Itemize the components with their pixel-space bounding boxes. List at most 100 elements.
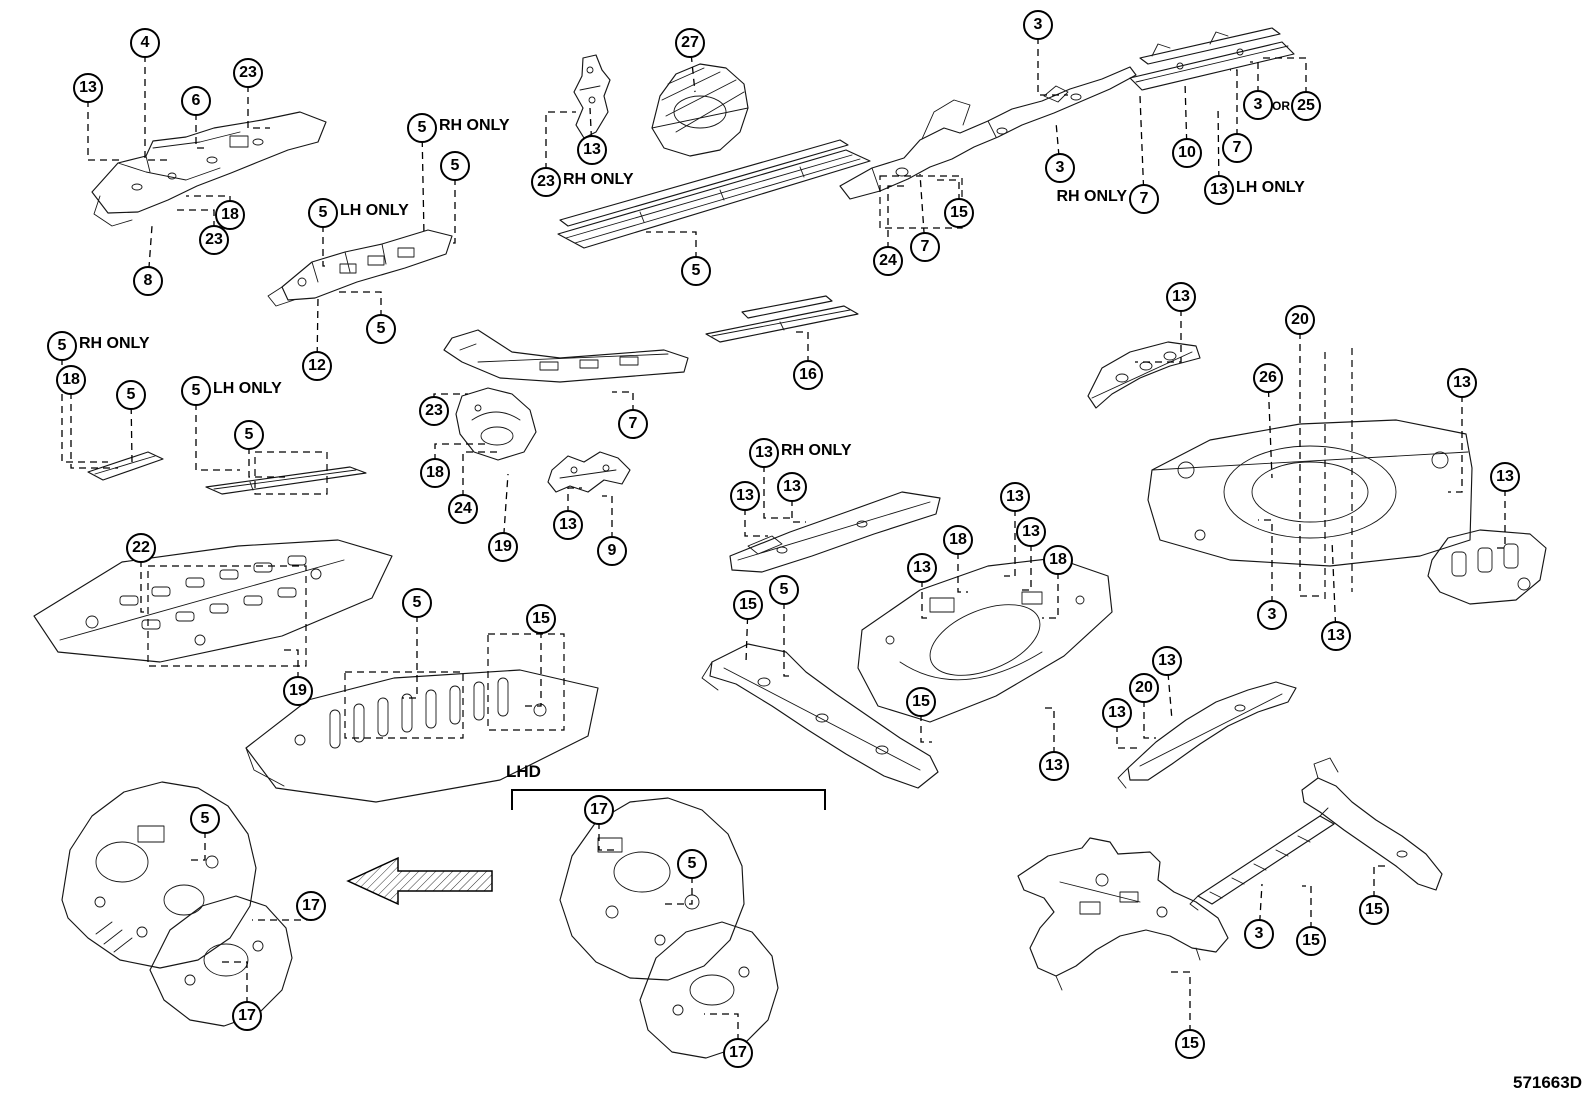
- callout-qualifier-label: RH ONLY: [79, 335, 150, 352]
- leader-line: [1448, 383, 1463, 493]
- direction-arrow-icon: [346, 856, 493, 906]
- leader-line: [887, 185, 908, 261]
- or-label: OR: [1272, 99, 1290, 113]
- leader-line: [1230, 69, 1238, 148]
- leader-line: [462, 451, 502, 509]
- callout-6: 6: [181, 86, 211, 116]
- leader-line: [522, 619, 542, 707]
- leader-line: [1116, 713, 1140, 749]
- callout-qualifier-label: RH ONLY: [563, 171, 634, 188]
- part-center-floor-pan: [245, 669, 599, 803]
- callout-13: 13: [1000, 482, 1030, 512]
- callout-13: 13: [1321, 621, 1351, 651]
- callout-5: 5: [769, 575, 799, 605]
- part-hinge-bracket: [573, 54, 611, 139]
- callout-18: 18: [420, 458, 450, 488]
- callout-13: 13: [1166, 282, 1196, 312]
- callout-23: 23: [233, 58, 263, 88]
- leader-line: [921, 568, 930, 619]
- callout-13: 13: [73, 73, 103, 103]
- lhd-bracket: [511, 789, 826, 810]
- callout-15: 15: [1359, 895, 1389, 925]
- callout-5: 5: [234, 420, 264, 450]
- part-front-floor-pan: [33, 539, 393, 663]
- callout-18: 18: [943, 525, 973, 555]
- leader-line: [434, 443, 490, 473]
- callout-12: 12: [302, 351, 332, 381]
- callout-18: 18: [56, 365, 86, 395]
- leader-line: [1267, 377, 1273, 479]
- leader-line: [1299, 320, 1322, 597]
- part-dash-panel-insulator-outer: [61, 781, 257, 969]
- leader-line: [322, 213, 330, 267]
- callout-18: 18: [1043, 545, 1073, 575]
- callout-5: 5: [440, 151, 470, 181]
- callout-18: 18: [215, 200, 245, 230]
- leader-line: [172, 209, 215, 240]
- leader-line: [147, 225, 153, 282]
- callout-5: 5: [308, 198, 338, 228]
- callout-13: 13: [749, 438, 779, 468]
- callout-15: 15: [733, 590, 763, 620]
- leader-line: [247, 73, 270, 129]
- callout-20: 20: [1285, 305, 1315, 335]
- leader-line: [1168, 971, 1191, 1044]
- callout-qualifier-label: LH ONLY: [340, 202, 409, 219]
- callout-qualifier-label: LH ONLY: [1236, 179, 1305, 196]
- part-rear-crossmember-bar: [1189, 807, 1335, 911]
- part-front-crossmember: [1017, 837, 1229, 991]
- leader-line: [218, 961, 248, 1016]
- callout-13: 13: [1102, 698, 1132, 728]
- callout-13: 13: [1016, 517, 1046, 547]
- part-cowl-side-member-front-left: [91, 111, 327, 227]
- part-rear-gusset-member: [1301, 757, 1443, 891]
- leader-line: [545, 111, 576, 182]
- callout-qualifier-label: RH ONLY: [1056, 188, 1127, 205]
- callout-19: 19: [283, 676, 313, 706]
- callout-5: 5: [47, 331, 77, 361]
- part-front-apron-member-left: [267, 229, 453, 307]
- leader-line: [936, 179, 960, 213]
- leader-line: [1135, 297, 1182, 363]
- callout-7: 7: [618, 409, 648, 439]
- callout-4: 4: [130, 28, 160, 58]
- callout-7: 7: [1222, 133, 1252, 163]
- part-dash-panel-insulator-inner: [149, 895, 293, 1027]
- leader-line: [1331, 539, 1337, 637]
- dashed-outline-boxes: [147, 175, 1353, 739]
- leader-line: [1302, 885, 1312, 941]
- callout-15: 15: [1175, 1029, 1205, 1059]
- callout-27: 27: [675, 28, 705, 58]
- leader-line: [1262, 57, 1307, 106]
- leader-line: [195, 391, 240, 471]
- callout-13: 13: [1152, 646, 1182, 676]
- part-front-side-sill: [443, 329, 689, 383]
- leader-line: [745, 604, 749, 663]
- callout-19: 19: [488, 532, 518, 562]
- part-rear-frame-rail: [1129, 27, 1295, 91]
- leader-line: [421, 127, 425, 237]
- callout-5: 5: [677, 849, 707, 879]
- part-rear-floor-pan: [1147, 419, 1473, 567]
- leader-line: [195, 101, 208, 149]
- part-rocker-strip-b: [205, 466, 367, 495]
- callout-13: 13: [777, 472, 807, 502]
- part-rocker-strip-a: [87, 451, 164, 481]
- callout-3: 3: [1244, 919, 1274, 949]
- leader-line: [1037, 25, 1068, 96]
- leader-line: [689, 42, 696, 93]
- diagram-code: 571663D: [1512, 1073, 1582, 1092]
- callout-15: 15: [1296, 926, 1326, 956]
- callout-7: 7: [910, 232, 940, 262]
- part-floor-crossmember: [701, 643, 939, 789]
- callout-qualifier-label: RH ONLY: [439, 117, 510, 134]
- callout-10: 10: [1172, 138, 1202, 168]
- callout-5: 5: [190, 804, 220, 834]
- callout-qualifier-label: LH ONLY: [213, 380, 282, 397]
- callout-3: 3: [1257, 600, 1287, 630]
- part-seat-bracket: [547, 451, 631, 493]
- part-cowl-top-panel: [651, 63, 749, 157]
- callout-23: 23: [531, 167, 561, 197]
- callout-17: 17: [723, 1038, 753, 1068]
